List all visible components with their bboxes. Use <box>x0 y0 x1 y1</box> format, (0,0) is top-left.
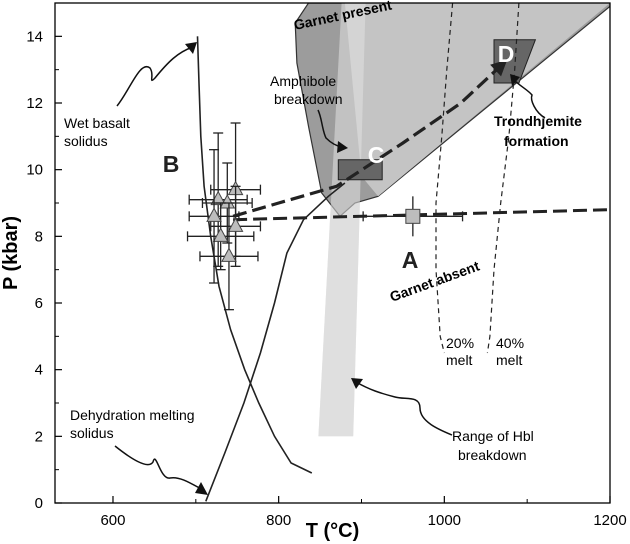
path-a-dashed <box>233 208 610 222</box>
hbl-leader-head <box>351 378 363 389</box>
dehydration-label-line2: solidus <box>70 425 114 441</box>
triangle-marker <box>227 217 244 232</box>
y-tick-label: 10 <box>26 162 43 179</box>
wet-basalt-solidus <box>196 36 313 474</box>
dehydration-label-line1: Dehydration melting <box>70 407 195 423</box>
x-tick-label: 600 <box>100 512 125 529</box>
trondhjemite-leader-head <box>510 74 520 86</box>
y-axis-title: P (kbar) <box>0 216 22 290</box>
dehydration-leader-head <box>195 482 208 495</box>
x-tick-label: 1000 <box>428 512 461 529</box>
triangle-marker <box>221 247 237 262</box>
hbl-leader <box>355 381 453 436</box>
hbl-range-label-line2: breakdown <box>458 447 527 463</box>
dehydration-melting-solidus <box>205 182 346 502</box>
amphibole-leader <box>317 109 343 148</box>
triangle-point <box>210 185 262 267</box>
y-tick-label: 6 <box>35 295 43 312</box>
melt-40-line <box>486 3 520 354</box>
square-marker <box>405 208 421 224</box>
triangle-marker <box>206 207 222 222</box>
melt-20-label-line1: 20% <box>446 335 474 351</box>
hbl-range-label-line1: Range of Hbl <box>452 428 534 444</box>
plot-frame <box>54 2 611 504</box>
triangle-marker <box>212 227 229 242</box>
amphibole-leader-head <box>337 141 348 153</box>
point-a-label: A <box>402 247 419 273</box>
phase-fields <box>294 3 610 437</box>
path-d-dashed <box>232 58 509 218</box>
wet-solidus-label-line1: Wet basalt <box>64 115 130 131</box>
y-tick-label: 14 <box>26 28 43 45</box>
trondhjemite-label-line2: formation <box>504 133 569 149</box>
y-tick-label: 4 <box>35 362 43 379</box>
triangle-point <box>199 202 259 311</box>
wet-solidus-label-line2: solidus <box>64 133 108 149</box>
melt-20-line <box>435 3 454 354</box>
x-tick-label: 1200 <box>593 512 626 529</box>
triangle-point <box>188 149 240 284</box>
melt-40-label-line2: melt <box>496 352 523 368</box>
trondhjemite-label-line1: Trondhjemite <box>494 113 582 129</box>
wet-solidus-leader <box>116 46 194 107</box>
path-d-arrowhead <box>490 59 508 77</box>
garnet-present-inner-field <box>344 3 610 197</box>
x-tick-label: 800 <box>266 512 291 529</box>
y-tick-label: 8 <box>35 228 43 245</box>
melt-40-label-line1: 40% <box>496 335 524 351</box>
triangle-marker <box>219 193 236 209</box>
amphibole-label-line1: Amphibole <box>270 73 336 89</box>
sample-a-point <box>362 196 464 237</box>
trondhjemite-leader <box>513 79 546 119</box>
phase-boundaries <box>196 3 610 502</box>
data-points <box>186 122 464 311</box>
point-c-label: C <box>368 142 385 168</box>
hbl-band-overlay <box>318 3 366 437</box>
dehydration-leader <box>114 445 204 491</box>
point-b-label: B <box>163 151 180 177</box>
y-tick-label: 12 <box>26 95 43 112</box>
y-tick-label: 2 <box>35 428 43 445</box>
x-axis-title: T (°C) <box>306 520 360 542</box>
y-tick-label: 0 <box>35 495 43 512</box>
point-d-label: D <box>498 41 515 67</box>
triangle-point <box>188 132 248 267</box>
amphibole-label-line2: breakdown <box>274 91 343 107</box>
wet-solidus-leader-head <box>185 42 197 54</box>
melt-20-label-line2: melt <box>446 352 473 368</box>
